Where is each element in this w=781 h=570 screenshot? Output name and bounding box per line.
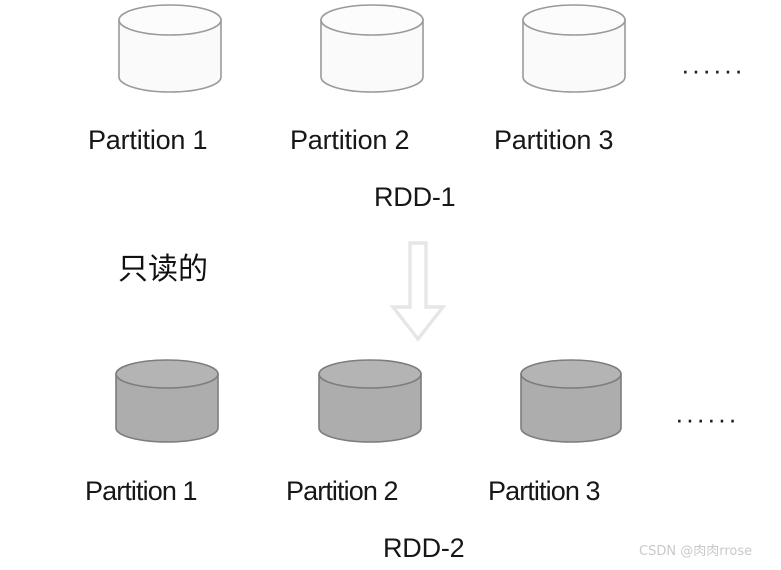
partition-cylinder-bottom-2	[316, 358, 424, 446]
transformation-arrow-down	[389, 240, 447, 342]
ellipsis-top: ······	[681, 55, 745, 85]
partition-cylinder-top-1	[116, 3, 224, 95]
partition-label-top-3: Partition 3	[494, 125, 614, 155]
partition-label-top-1: Partition 1	[88, 125, 208, 155]
csdn-watermark: CSDN @肉肉rrose	[639, 544, 753, 559]
partition-label-top-2: Partition 2	[290, 125, 410, 155]
partition-cylinder-top-3	[520, 3, 628, 95]
rdd-title-bottom: RDD-2	[383, 533, 465, 563]
ellipsis-bottom: ······	[675, 404, 739, 434]
partition-cylinder-top-2	[318, 3, 426, 95]
partition-label-bottom-2: Partition 2	[286, 476, 399, 506]
partition-label-bottom-3: Partition 3	[488, 476, 601, 506]
partition-label-bottom-1: Partition 1	[85, 476, 198, 506]
rdd-title-top: RDD-1	[374, 182, 456, 212]
partition-cylinder-bottom-1	[113, 358, 221, 446]
partition-cylinder-bottom-3	[518, 358, 624, 446]
readonly-annotation: 只读的	[118, 252, 208, 287]
